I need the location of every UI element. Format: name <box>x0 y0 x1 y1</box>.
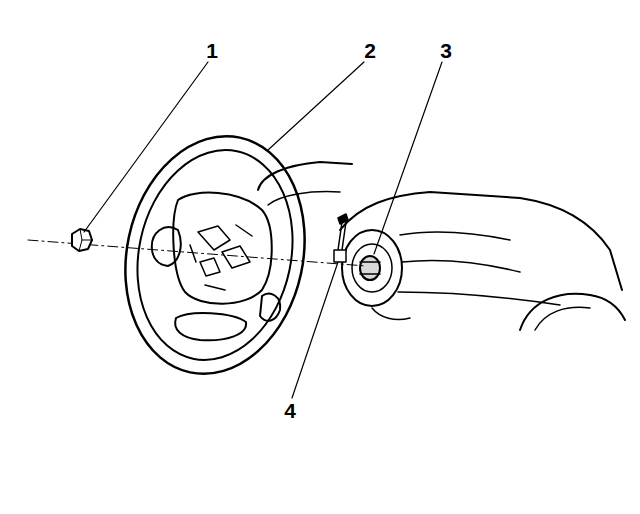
leader-line <box>292 262 338 398</box>
hub-fittings <box>190 225 252 290</box>
wheel-hub <box>173 193 271 304</box>
hub-fittings <box>198 226 250 276</box>
panel-edge <box>268 192 340 205</box>
panel-edge <box>400 232 510 240</box>
panel-edge <box>258 162 352 190</box>
spoke-opening <box>260 294 280 321</box>
wheel-rim <box>104 119 326 390</box>
panel-edge <box>520 294 625 330</box>
spoke-opening <box>175 313 246 340</box>
shaft-splines <box>360 262 380 274</box>
column-collar <box>352 244 392 292</box>
column-opening <box>342 230 402 306</box>
bolt-shank <box>338 222 346 250</box>
panel-edge <box>398 292 560 305</box>
callout-number: 1 <box>206 40 218 61</box>
wheel-rim-inner <box>119 136 312 375</box>
panel-edge <box>340 192 622 290</box>
callout-number: 2 <box>364 40 376 61</box>
panel-edge <box>372 308 410 320</box>
wheel-nut-facets <box>79 229 92 251</box>
callout-number: 3 <box>440 40 452 61</box>
spoke-opening <box>152 227 181 266</box>
panel-edge <box>535 307 590 330</box>
panel-edge <box>402 260 520 272</box>
leader-line <box>84 62 208 232</box>
bolt-washer <box>334 250 346 262</box>
steering-shaft <box>360 256 380 280</box>
leader-line <box>374 62 442 254</box>
callout-number: 4 <box>284 400 296 421</box>
leader-line <box>268 62 364 150</box>
wheel-nut <box>72 229 92 251</box>
